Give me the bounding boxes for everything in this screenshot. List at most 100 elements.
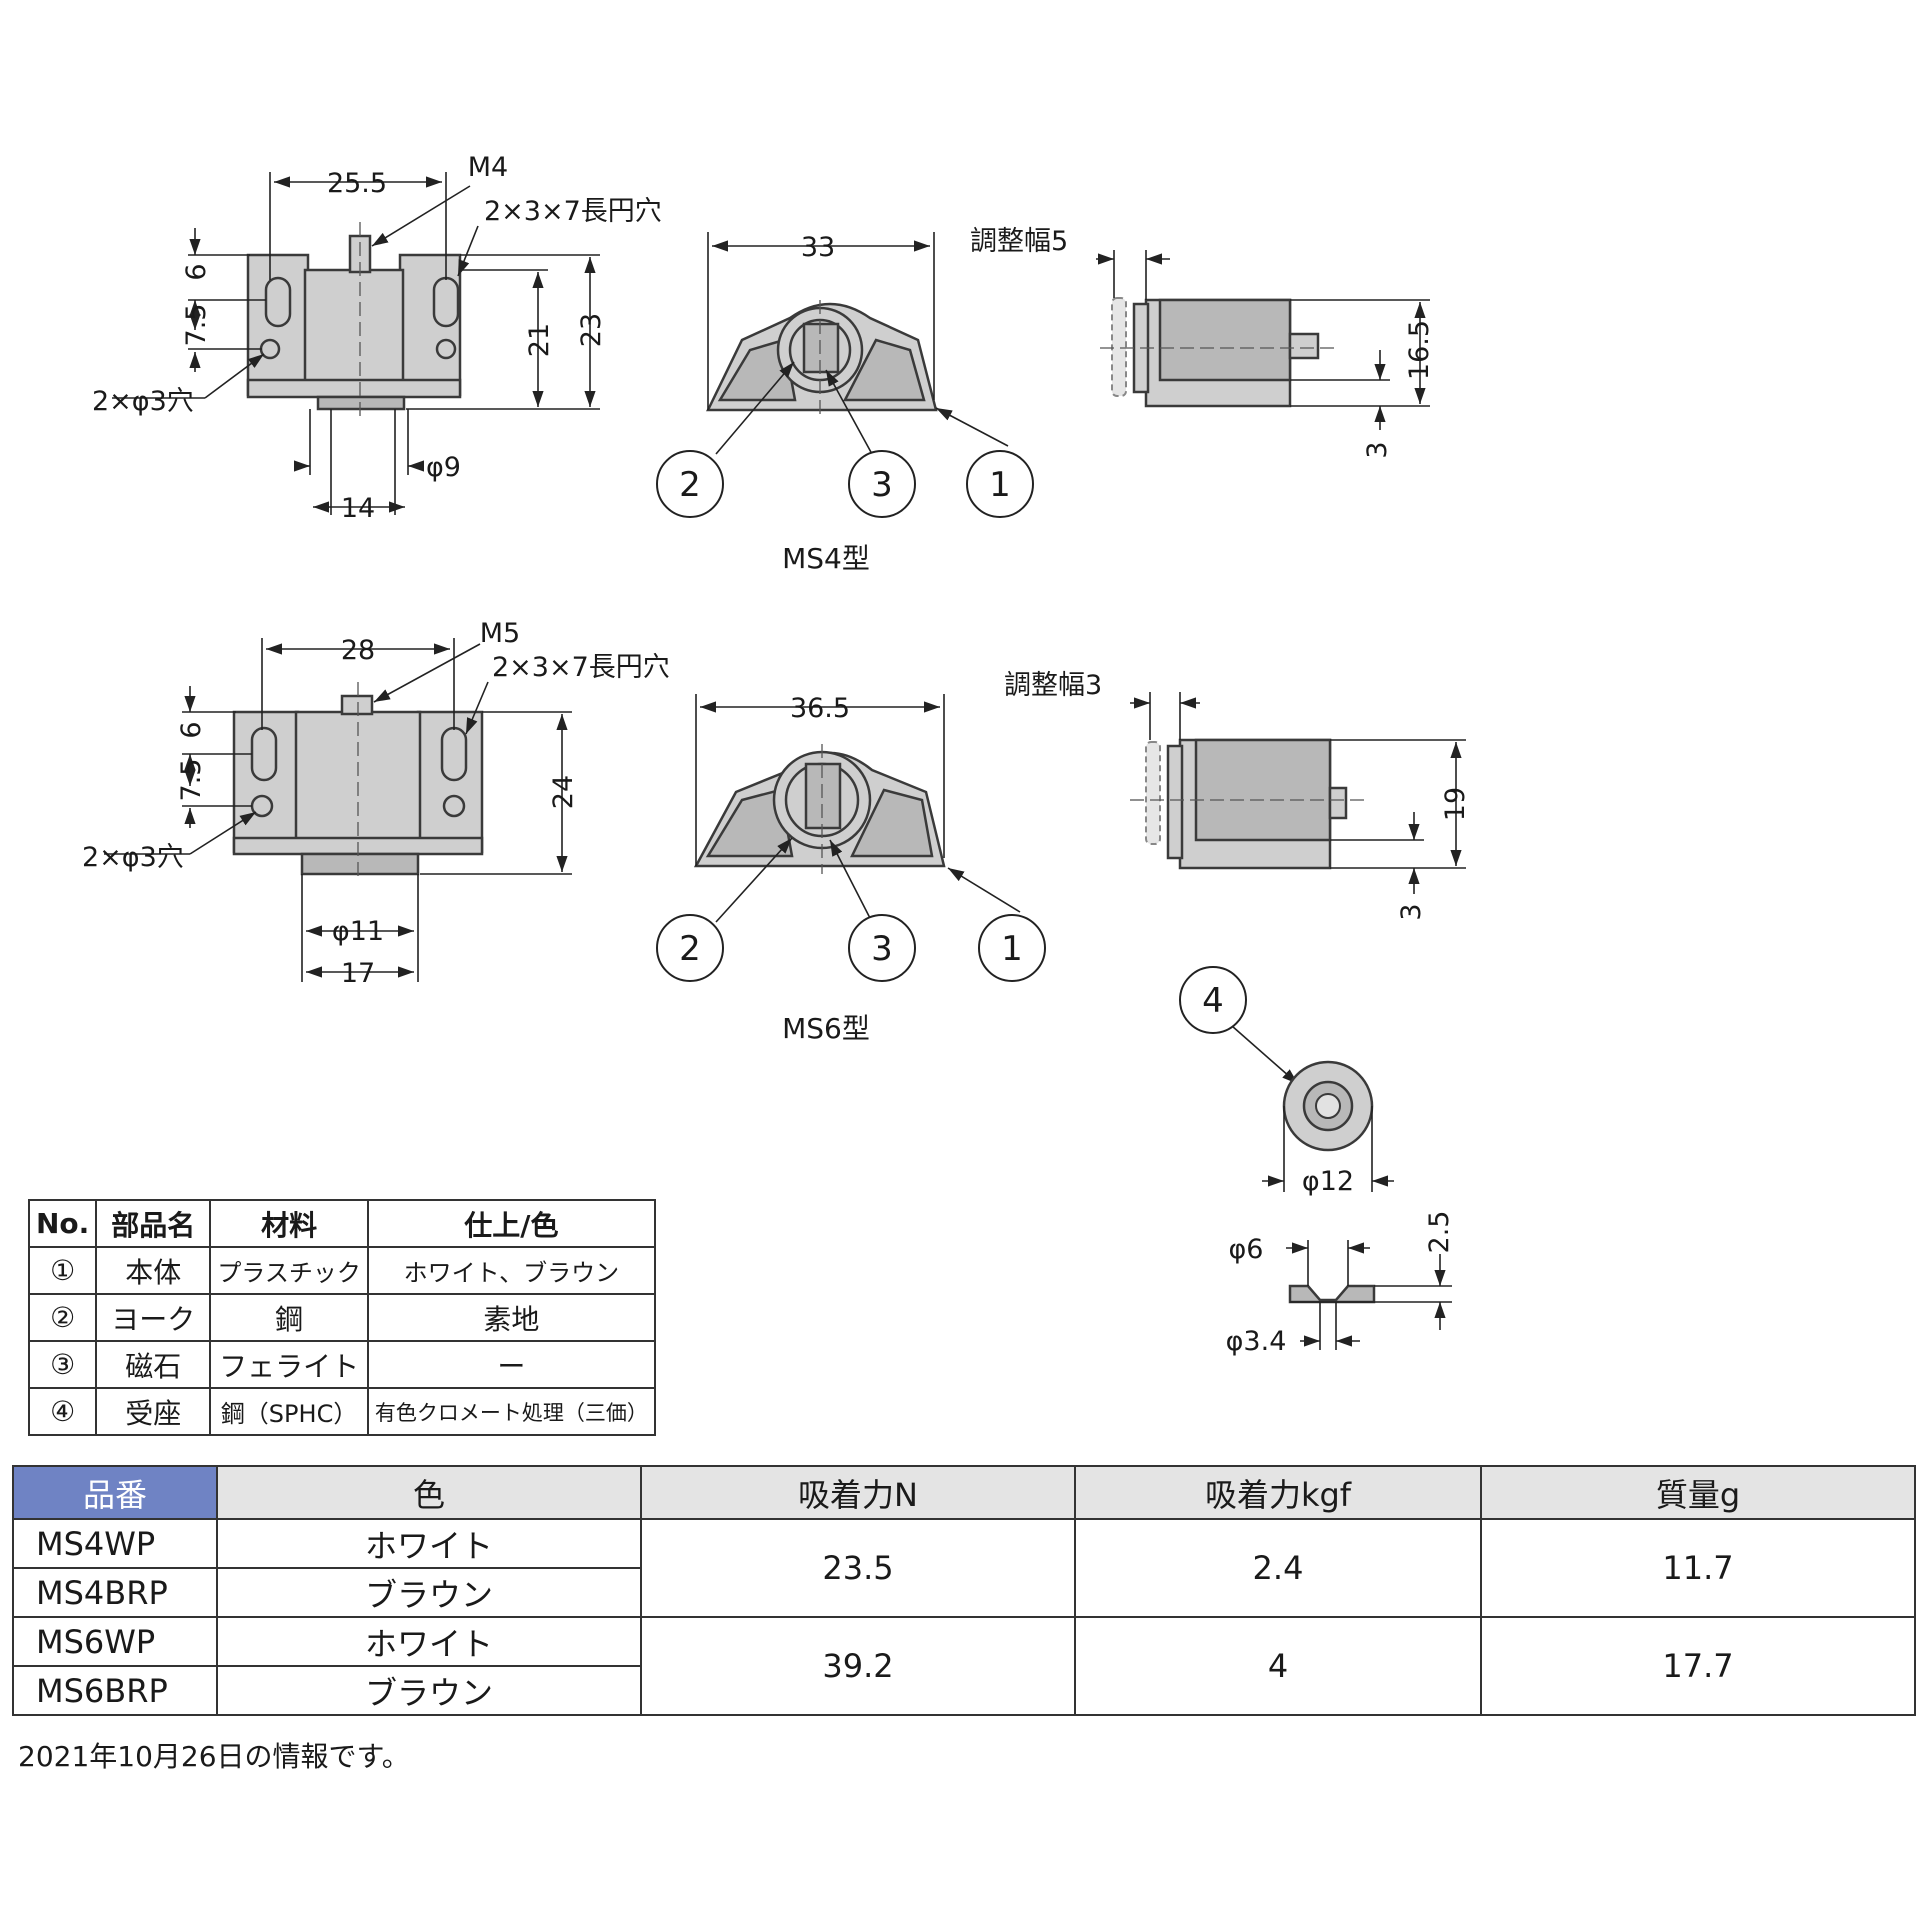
parts-cell: 受座 — [95, 1387, 212, 1436]
ms4-dim-side-height: 16.5 — [1404, 320, 1435, 380]
ms6-thread-label: M5 — [480, 618, 520, 649]
table-row: ③ 磁石 フェライト ー — [27, 1340, 656, 1389]
table-row: ④ 受座 鋼（SPHC） 有色クロメート処理（三価） — [27, 1387, 656, 1436]
table-row: MS6WP ホワイト 39.2 4 17.7 — [12, 1616, 1916, 1716]
parts-header-no: No. — [27, 1199, 98, 1248]
spec-table-header: 品番 色 吸着力N 吸着力kgf 質量g — [12, 1465, 1916, 1520]
parts-cell: 磁石 — [95, 1340, 212, 1389]
ms6-callout-3: 3 — [871, 929, 893, 969]
parts-cell: ④ — [27, 1387, 98, 1436]
ms4-dim-base-width: 14 — [341, 493, 375, 524]
ms4-thread-label: M4 — [468, 152, 508, 183]
plate-dim-hole-dia: φ3.4 — [1226, 1326, 1287, 1357]
strike-plate-views: 4 φ12 φ6 φ3.4 2.5 — [1179, 966, 1455, 1357]
parts-header-finish: 仕上/色 — [366, 1199, 656, 1248]
ms6-dim-side-height: 19 — [1440, 787, 1471, 821]
spec-color: ブラウン — [216, 1665, 642, 1716]
parts-cell: ② — [27, 1293, 98, 1342]
ms4-caption: MS4型 — [782, 542, 870, 575]
spec-force-kgf: 4 — [1074, 1616, 1482, 1716]
spec-part-number: MS4BRP — [12, 1567, 218, 1618]
ms4-dim-side-offset: 3 — [1362, 441, 1393, 458]
parts-cell: 本体 — [95, 1246, 212, 1295]
spec-part-number: MS4WP — [12, 1518, 218, 1569]
parts-cell: 有色クロメート処理（三価） — [366, 1387, 656, 1436]
plate-dim-outer-dia: φ12 — [1302, 1166, 1354, 1197]
ms6-front-view: 28 M5 2×3×7長円穴 6 7.5 2×φ3穴 24 φ11 17 — [82, 618, 670, 989]
ms4-dim-width-front: 25.5 — [327, 168, 387, 199]
parts-cell: ヨーク — [95, 1293, 212, 1342]
ms4-callout-3: 3 — [871, 465, 893, 505]
ms4-front-view: 25.5 M4 2×3×7長円穴 6 7.5 2×φ3穴 21 23 — [92, 152, 662, 524]
ms4-side-view: 調整幅5 16.5 3 — [970, 226, 1435, 459]
ms6-callout-1: 1 — [1001, 929, 1023, 969]
parts-cell: 鋼（SPHC） — [209, 1387, 369, 1436]
table-row: ① 本体 プラスチック ホワイト、ブラウン — [27, 1246, 656, 1295]
table-row: MS4WP ホワイト 23.5 2.4 11.7 — [12, 1518, 1916, 1618]
spec-force-n: 23.5 — [640, 1518, 1076, 1618]
ms6-holes-label: 2×φ3穴 — [82, 842, 184, 873]
parts-table: No. 部品名 材料 仕上/色 ① 本体 プラスチック ホワイト、ブラウン ② … — [27, 1199, 656, 1436]
spec-color: ホワイト — [216, 1518, 642, 1569]
spec-header-mass: 質量g — [1480, 1465, 1916, 1520]
parts-cell: 鋼 — [209, 1293, 369, 1342]
ms6-caption: MS6型 — [782, 1012, 870, 1045]
ms4-dim-height-21: 21 — [524, 323, 555, 357]
parts-cell: ① — [27, 1246, 98, 1295]
spec-header-color: 色 — [216, 1465, 642, 1520]
footnote: 2021年10月26日の情報です。 — [18, 1740, 410, 1773]
ms4-dim-dia: φ9 — [426, 452, 461, 483]
plate-dim-inner-dia: φ6 — [1229, 1234, 1264, 1265]
ms6-slot-holes-label: 2×3×7長円穴 — [492, 652, 670, 683]
ms4-callout-2: 2 — [679, 465, 701, 505]
parts-cell: ③ — [27, 1340, 98, 1389]
ms6-dim-base-width: 17 — [341, 958, 375, 989]
plate-callout-4: 4 — [1202, 981, 1224, 1021]
plate-dim-thickness: 2.5 — [1424, 1211, 1455, 1254]
ms4-holes-label: 2×φ3穴 — [92, 386, 194, 417]
ms4-top-view: 33 2 3 1 MS4型 — [656, 232, 1034, 575]
spec-mass: 11.7 — [1480, 1518, 1916, 1618]
spec-table: 品番 色 吸着力N 吸着力kgf 質量g MS4WP ホワイト 23.5 2.4… — [12, 1465, 1916, 1716]
table-row: MS6BRP ブラウン — [12, 1665, 1915, 1716]
parts-cell: ホワイト、ブラウン — [366, 1246, 656, 1295]
ms4-callout-1: 1 — [989, 465, 1011, 505]
spec-mass: 17.7 — [1480, 1616, 1916, 1716]
ms6-side-view: 調整幅3 19 3 — [1004, 670, 1471, 921]
spec-part-number: MS6BRP — [12, 1665, 218, 1716]
spec-part-number: MS6WP — [12, 1616, 218, 1667]
parts-cell: フェライト — [209, 1340, 369, 1389]
ms6-callout-2: 2 — [679, 929, 701, 969]
table-row: MS4BRP ブラウン — [12, 1567, 1915, 1618]
ms6-dim-side-offset: 3 — [1396, 903, 1427, 920]
ms4-dim-height-23: 23 — [576, 313, 607, 347]
spec-force-n: 39.2 — [640, 1616, 1076, 1716]
ms4-dim-width-top: 33 — [801, 232, 835, 263]
ms6-dim-width-front: 28 — [341, 635, 375, 666]
spec-force-kgf: 2.4 — [1074, 1518, 1482, 1618]
ms6-adjust-label: 調整幅3 — [1004, 670, 1102, 701]
ms6-dim-width-top: 36.5 — [790, 693, 850, 724]
spec-color: ホワイト — [216, 1616, 642, 1667]
parts-header-name: 部品名 — [95, 1199, 212, 1248]
ms4-slot-holes-label: 2×3×7長円穴 — [484, 196, 662, 227]
spec-header-force-n: 吸着力N — [640, 1465, 1076, 1520]
ms6-dim-height: 24 — [548, 775, 579, 809]
ms6-top-view: 36.5 2 3 1 MS6型 — [656, 693, 1046, 1045]
ms6-dim-v-top: 6 — [176, 721, 207, 738]
table-row: ② ヨーク 鋼 素地 — [27, 1293, 656, 1342]
parts-table-header: No. 部品名 材料 仕上/色 — [27, 1199, 656, 1248]
spec-header-part-number: 品番 — [12, 1465, 218, 1520]
parts-cell: プラスチック — [209, 1246, 369, 1295]
parts-cell: ー — [366, 1340, 656, 1389]
parts-cell: 素地 — [366, 1293, 656, 1342]
ms4-dim-v-top: 6 — [181, 263, 212, 280]
ms6-dim-dia: φ11 — [332, 916, 384, 947]
spec-color: ブラウン — [216, 1567, 642, 1618]
ms4-adjust-label: 調整幅5 — [970, 226, 1068, 257]
spec-header-force-kgf: 吸着力kgf — [1074, 1465, 1482, 1520]
ms6-dim-v-mid: 7.5 — [176, 759, 207, 802]
ms4-dim-v-mid: 7.5 — [181, 304, 212, 347]
parts-header-material: 材料 — [209, 1199, 369, 1248]
